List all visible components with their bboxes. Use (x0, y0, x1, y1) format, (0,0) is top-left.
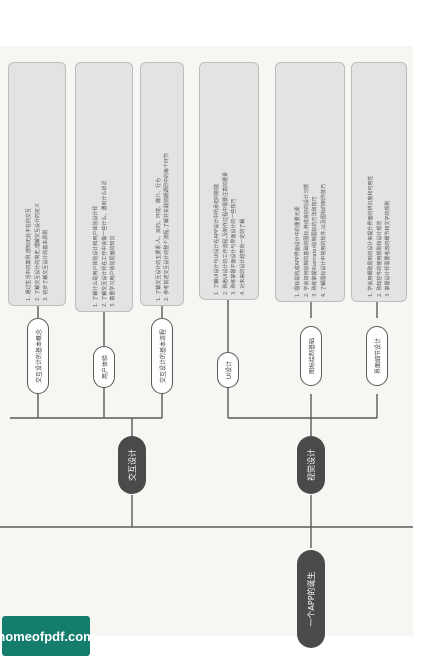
hub-visual-design: 视觉设计 (297, 436, 325, 494)
note-line: 3. 熟练掌握平面设计与界面设计的一些技巧 (231, 198, 237, 295)
note-line: 2. 熟悉UI设计的工作流程,及制作过程中需要注意的要素 (222, 171, 229, 295)
topic-icon-design: 图标绘制基础 (300, 326, 322, 386)
note-line: 2. 参考前述交互设计的整个流程,了解并实践前期调研中的每个环节 (164, 153, 170, 301)
note-line: 1. 了解交互设计的五要素:人、目的、环境、媒介、行为 (155, 177, 162, 301)
note-line: 2. 了解交互设计师在工作中会做一些什么、遇到什么状况 (101, 180, 108, 307)
hub-interaction-design: 交互设计 (118, 436, 146, 494)
note-line: 1. 了解什么是用户体验设计和用户体验设计师 (93, 205, 100, 307)
note-detail-design: 1. 学会用细致周到的设计来提升界面的辨识度和可用性 2. 熟知控件的使用规则和… (351, 62, 407, 302)
note-line: 3. 着重学习用户体验层面的知识 (110, 235, 117, 307)
note-interaction-process: 1. 了解交互设计的五要素:人、目的、环境、媒介、行为 2. 参考前述交互设计的… (140, 62, 184, 306)
note-line: 1. 通过生活中的案例,感知无处不在的交互 (26, 208, 33, 301)
topic-interaction-process: 交互设计的基本流程 (151, 318, 173, 394)
note-line: 4. 了解图标设计中常用的软件,以及图标的制作技巧 (320, 184, 327, 297)
topic-interaction-concept: 交互设计的基本概念 (27, 318, 49, 394)
note-line: 2. 熟知控件的使用规则和设计规范 (376, 220, 383, 297)
note-line: 3. 掌握设计师需要考虑的细节和文字的规则 (385, 200, 392, 297)
note-interaction-concept: 1. 通过生活中的案例,感知无处不在的交互 2. 了解交互设计的简史,理解交互设… (8, 62, 66, 306)
note-ui-design: 1. 了解UI设计与UI设计在APP设计中所承担的职能 2. 熟悉UI设计的工作… (199, 62, 259, 300)
topic-ui-design: UI设计 (217, 352, 239, 388)
topic-user-experience: 用户体验 (93, 346, 115, 388)
note-line: 2. 学会如何绘制的基础的图标,养成良好的设计习惯 (303, 184, 310, 297)
note-line: 3. 熟练掌握Illustrator绘制图标的方法和技巧 (312, 196, 318, 297)
note-icon-design: 1. 图标是构成APP界面设计中的重要元素 2. 学会如何绘制的基础的图标,养成… (275, 62, 345, 302)
note-line: 1. 了解UI设计与UI设计在APP设计中所承担的职能 (214, 183, 220, 295)
topic-detail-design: 界面细节设计 (366, 326, 388, 386)
note-line: 4. 对未来的设计趋势有一定的了解 (239, 218, 246, 295)
note-line: 1. 图标是构成APP界面设计中的重要元素 (295, 206, 301, 297)
watermark-logo: homeofpdf.com (0, 616, 95, 656)
root-node: 一个APP的诞生 (297, 550, 325, 648)
note-line: 1. 学会用细致周到的设计来提升界面的辨识度和可用性 (368, 175, 375, 297)
note-line: 3. 初步了解交互设计的基本原则 (43, 229, 50, 301)
note-user-experience: 1. 了解什么是用户体验设计和用户体验设计师 2. 了解交互设计师在工作中会做一… (75, 62, 133, 312)
note-line: 2. 了解交互设计的简史,理解交互设计的定义 (34, 203, 41, 301)
